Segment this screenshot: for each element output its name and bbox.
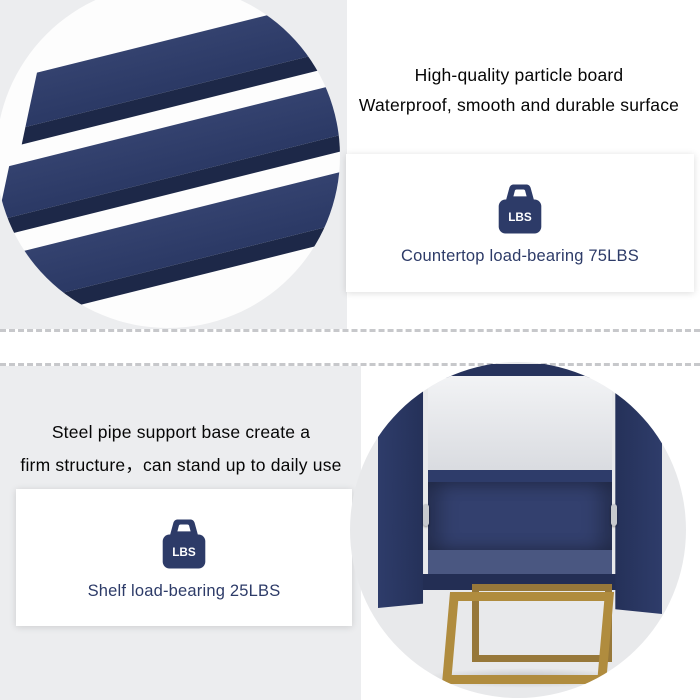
weight-icon: LBS xyxy=(498,184,542,234)
weight-icon-label: LBS xyxy=(172,546,196,559)
cabinet-shadow xyxy=(420,668,632,688)
particle-board-photo xyxy=(0,0,340,328)
bottom-heading: Steel pipe support base create a firm st… xyxy=(0,416,362,482)
cabinet-interior-floor xyxy=(428,550,612,574)
top-heading-line2: Waterproof, smooth and durable surface xyxy=(358,95,680,115)
shelf-load-text: Shelf load-bearing 25LBS xyxy=(87,581,281,600)
cabinet-door-right xyxy=(615,362,662,614)
bottom-heading-line2: firm structure，can stand up to daily use xyxy=(20,455,342,475)
gold-base-back xyxy=(472,584,612,662)
top-heading: High-quality particle board Waterproof, … xyxy=(338,60,700,120)
weight-icon-label: LBS xyxy=(508,211,532,224)
door-handle-right xyxy=(611,504,617,526)
cabinet-door-left xyxy=(378,366,424,608)
dashed-divider-top xyxy=(0,329,700,332)
cabinet-top-panel xyxy=(408,364,632,378)
cabinet-interior-upper xyxy=(428,376,612,472)
cabinet-shelf xyxy=(428,470,612,482)
top-heading-line1: High-quality particle board xyxy=(414,65,624,85)
cabinet-interior-lower xyxy=(428,482,612,552)
countertop-load-card: LBS Countertop load-bearing 75LBS xyxy=(346,154,694,292)
door-handle-left xyxy=(423,504,429,526)
countertop-load-text: Countertop load-bearing 75LBS xyxy=(401,247,639,265)
bottom-heading-line1: Steel pipe support base create a xyxy=(51,422,311,442)
weight-icon: LBS xyxy=(162,519,206,568)
gold-base-front xyxy=(441,592,615,684)
dashed-divider-bottom xyxy=(0,363,700,366)
shelf-load-card: LBS Shelf load-bearing 25LBS xyxy=(16,489,352,626)
cabinet-photo xyxy=(350,362,686,698)
